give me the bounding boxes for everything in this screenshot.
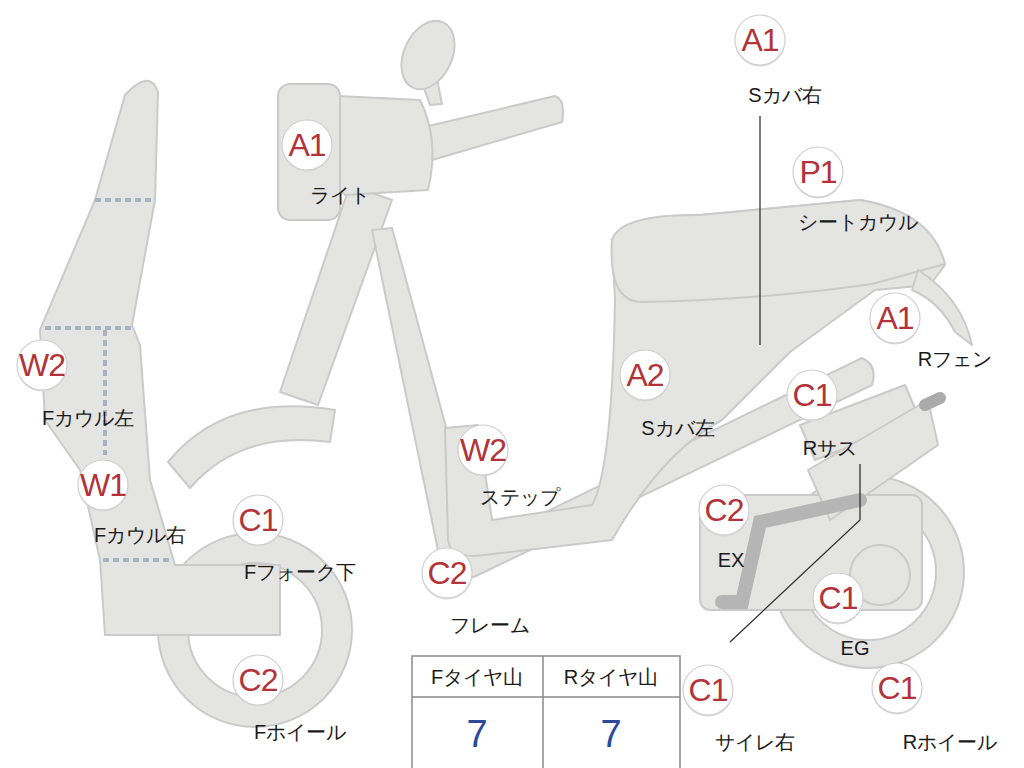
grade-code: W2 [457,424,509,476]
callout-circle: C1EG [812,572,864,624]
circle-face [872,663,922,713]
mirror [391,12,465,98]
part-name: Fカウル左 [42,407,134,429]
grade-code: W2 [16,339,68,391]
part-name: Rフェン [918,348,992,370]
part-name: Sカバ左 [641,417,714,439]
tail [912,270,972,345]
shock-rod [925,398,940,405]
callout-circle: A1Sカバ右 [734,14,786,66]
circle-face [458,425,508,475]
circle-face [870,293,920,343]
callout-circle: C2EX [698,484,750,536]
part-name: Rホイール [903,731,997,753]
callout-circle: W2ステップ [457,424,509,476]
circle-face [233,495,283,545]
grade-code: A1 [869,292,921,344]
grade-code: C1 [812,572,864,624]
part-name: Fカウル右 [94,524,186,546]
grade-code: C2 [232,654,284,706]
callout-circle: W1Fカウル右 [77,459,129,511]
tread-value: 7 [466,713,487,756]
grade-code: C1 [232,494,284,546]
grade-code: C2 [698,484,750,536]
seam-line [103,558,172,562]
part-name: ステップ [480,486,560,508]
callout-circle: A1Rフェン [869,292,921,344]
callout-circle: C1Fフォーク下 [232,494,284,546]
circle-face [282,120,332,170]
callout-circle: C1Rホイール [871,662,923,714]
seam-line [95,198,155,202]
part-name: シートカウル [798,211,918,233]
tread-value: 7 [600,713,621,756]
circle-face [17,340,67,390]
grade-code: A1 [734,14,786,66]
part-name: Sカバ右 [748,84,821,106]
callout-circle: A2Sカバ左 [619,349,671,401]
callout-circle: C2Fホイール [232,654,284,706]
part-name: サイレ右 [715,731,795,753]
seam-line [45,326,135,330]
part-name: Rサス [803,437,857,459]
circle-face [735,15,785,65]
grade-code: C1 [871,662,923,714]
part-name: Fホイール [254,721,346,743]
grade-code: C2 [421,547,473,599]
seat [612,200,945,302]
callout-circle: A1ライト [281,119,333,171]
grade-code: W1 [77,459,129,511]
circle-face [233,655,283,705]
callout-circle: P1シートカウル [792,146,844,198]
part-name: EX [718,549,745,571]
table-header: Rタイヤ山 [564,664,658,691]
grade-code: A2 [619,349,671,401]
circle-face [787,370,837,420]
part-name: ライト [310,184,370,206]
circle-face [422,548,472,598]
callout-circle: C1Rサス [786,369,838,421]
grade-code: C1 [786,369,838,421]
part-name: フレーム [450,614,530,636]
seam-line [103,330,107,455]
table-rule [542,656,544,768]
circle-face [699,485,749,535]
body [445,200,945,556]
circle-face [793,147,843,197]
part-name: Fフォーク下 [244,561,356,583]
circle-face [78,460,128,510]
circle-face [620,350,670,400]
front-cowl [40,81,280,635]
part-name: EG [841,637,870,659]
grade-code: P1 [792,146,844,198]
circle-face [683,665,733,715]
callout-circle: C1サイレ右 [682,664,734,716]
handlebar [420,96,563,160]
grade-code: A1 [281,119,333,171]
circle-face [813,573,863,623]
callout-circle: C2フレーム [421,547,473,599]
callout-circle: W2Fカウル左 [16,339,68,391]
tread-table [412,656,680,768]
table-header: Fタイヤ山 [431,664,523,691]
table-rule [412,696,680,698]
leader-line [730,464,860,642]
leader-line [759,116,760,345]
front-fender [168,406,335,488]
grade-code: C1 [682,664,734,716]
